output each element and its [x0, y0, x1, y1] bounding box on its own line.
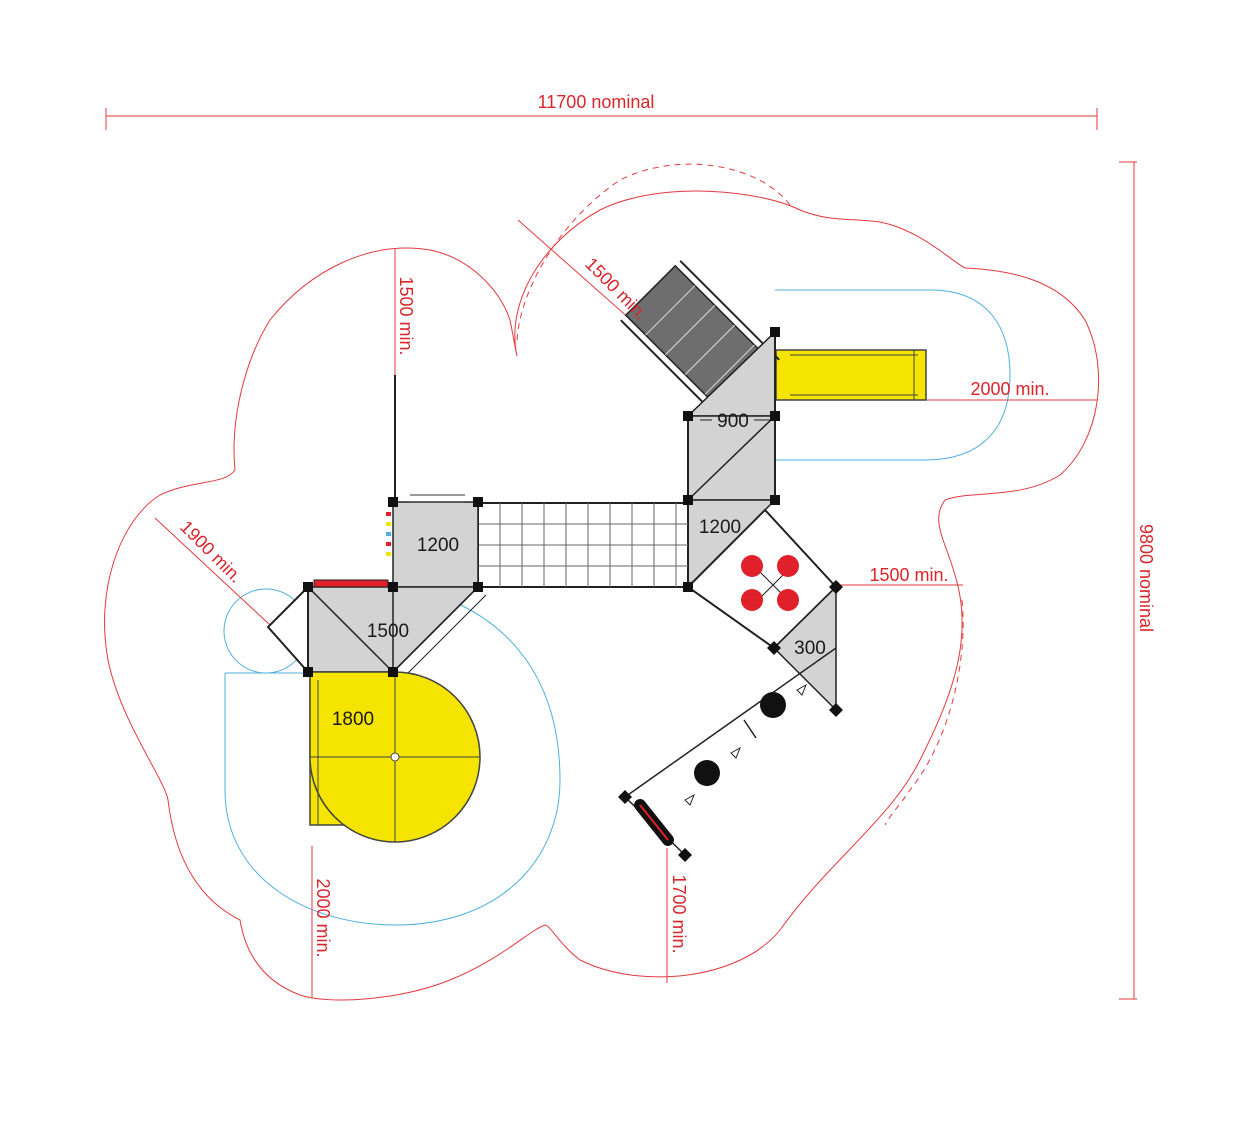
balance-beam [624, 796, 686, 856]
deck-1500-label: 1500 [367, 621, 409, 642]
climbing-wall [266, 584, 309, 675]
clearance-right-mid-label: 1500 min. [869, 565, 948, 585]
deck-rail [410, 494, 465, 503]
spiral-slide [309, 671, 481, 843]
fall-zone-straight-slide [775, 289, 1011, 461]
deck-300-label: 300 [794, 638, 826, 659]
clearance-top-left-label: 1500 min. [396, 276, 416, 355]
stepping-line [624, 647, 837, 806]
posts [303, 327, 843, 862]
deck-1200-right-label: 1200 [699, 517, 741, 538]
fall-zone-spiral-slide [224, 599, 561, 926]
ladder-ramp [392, 586, 487, 681]
clearance-bottom-mid-label: 1700 min. [669, 874, 689, 953]
clearance-right-slide-label: 2000 min. [970, 379, 1049, 399]
clearance-lines [154, 219, 1097, 998]
colored-pegs [386, 512, 391, 556]
clearance-top-diag-label: 1500 min. [581, 254, 651, 324]
clearance-bottom-left-label: 2000 min. [313, 878, 333, 957]
net-bridge [477, 502, 689, 588]
height-dimension: 9800 nominal [1119, 161, 1156, 1000]
height-label: 9800 nominal [1136, 524, 1156, 632]
clearance-left-diag-label: 1900 min. [176, 517, 246, 587]
deck-1200-left-label: 1200 [417, 535, 459, 556]
deck-1800-label: 1800 [332, 709, 374, 730]
straight-slide [775, 349, 927, 401]
safety-zone-outline [104, 190, 1100, 1001]
deck-900-label: 900 [717, 411, 749, 432]
width-label: 11700 nominal [538, 92, 655, 112]
red-panel [313, 579, 389, 588]
width-dimension: 11700 nominal [105, 92, 1098, 130]
safety-zone-dashed-right [884, 599, 964, 826]
